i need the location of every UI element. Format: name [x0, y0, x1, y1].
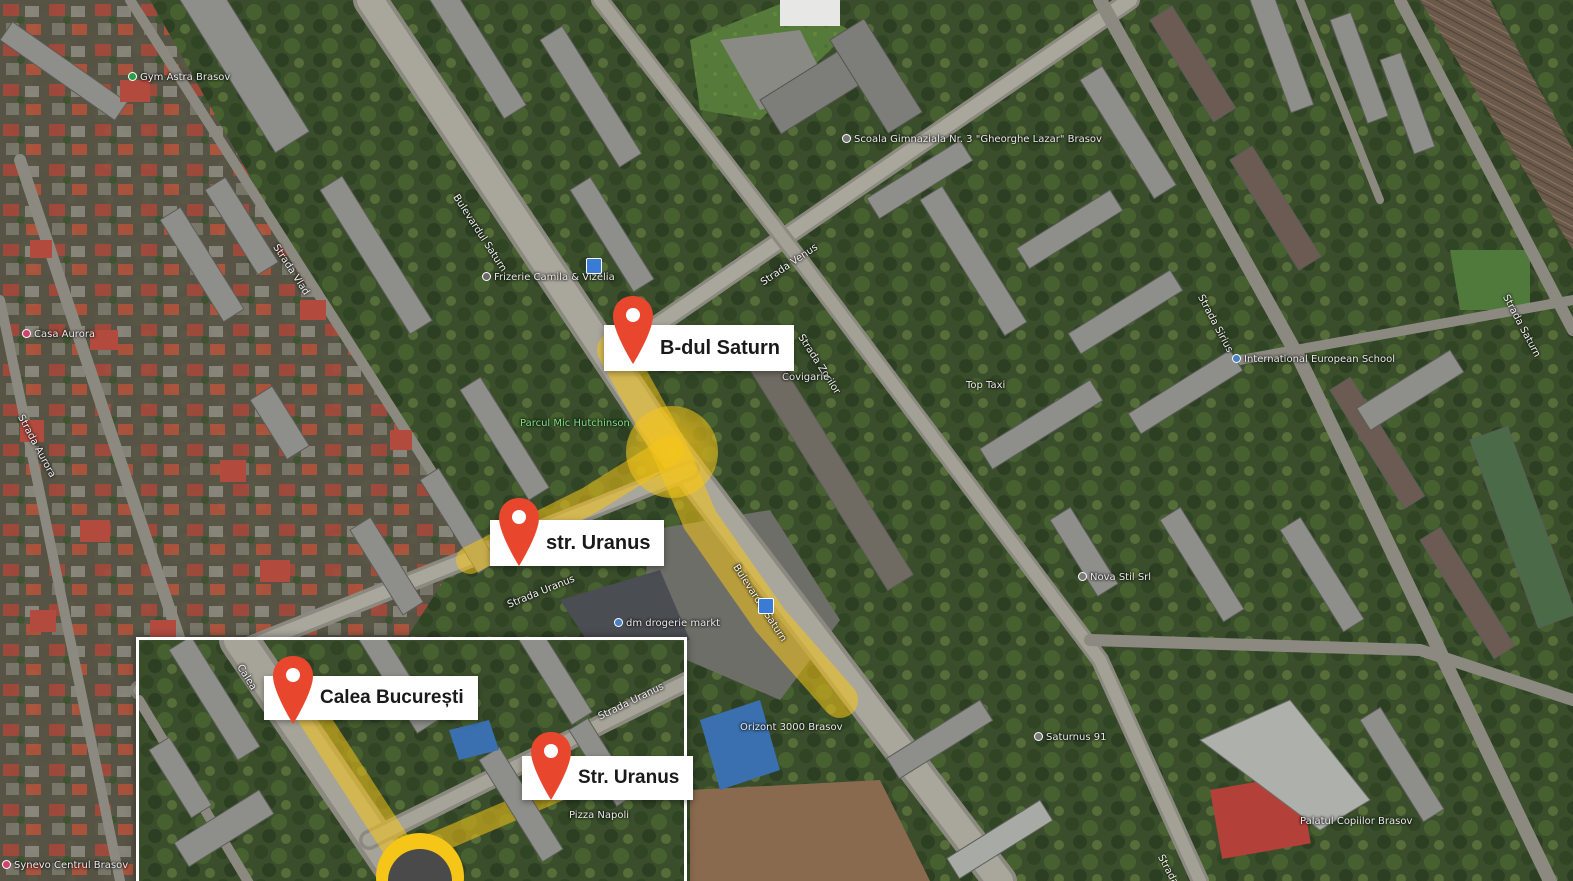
poi-top-taxi[interactable]: Top Taxi — [966, 380, 1006, 391]
poi-parcul[interactable]: Parcul Mic Hutchinson — [520, 418, 630, 429]
poi-marker-icon — [842, 134, 851, 143]
callout-label: str. Uranus — [546, 532, 651, 554]
poi-nova[interactable]: Nova Stil Srl — [1078, 572, 1151, 583]
poi-gym[interactable]: Gym Astra Brasov — [128, 72, 230, 83]
callout-label: Str. Uranus — [578, 767, 680, 788]
map-pin-icon[interactable] — [496, 496, 542, 568]
map-pin-icon[interactable] — [528, 730, 574, 802]
poi-palatul[interactable]: Palatul Copiilor Brasov — [1300, 816, 1413, 827]
highlighted-intersection — [626, 406, 718, 498]
poi-marker-icon — [1232, 354, 1241, 363]
poi-marker-icon — [614, 618, 623, 627]
poi-covigarie[interactable]: Covigarie — [782, 372, 830, 383]
poi-international[interactable]: International European School — [1232, 354, 1395, 365]
poi-frizerie[interactable]: Frizerie Camila & Vizelia — [482, 272, 615, 283]
poi-marker-icon — [2, 860, 11, 869]
poi-saturnus[interactable]: Saturnus 91 — [1034, 732, 1106, 743]
poi-marker-icon — [1034, 732, 1043, 741]
bus-stop-icon[interactable] — [758, 598, 774, 614]
poi-marker-icon — [482, 272, 491, 281]
location-marker-icon[interactable] — [372, 829, 468, 881]
poi-casa-aurora[interactable]: Casa Aurora — [22, 329, 95, 340]
poi-synevo[interactable]: Synevo Centrul Brasov — [2, 860, 128, 871]
map-pin-icon[interactable] — [270, 654, 316, 726]
poi-orizont[interactable]: Orizont 3000 Brasov — [740, 722, 843, 733]
bus-stop-icon[interactable] — [586, 258, 602, 274]
poi-marker-icon — [128, 72, 137, 81]
callout-label: B-dul Saturn — [660, 337, 780, 359]
poi-marker-icon — [1078, 572, 1087, 581]
callout-label: Calea București — [320, 687, 464, 708]
poi-scoala[interactable]: Scoala Gimnaziala Nr. 3 "Gheorghe Lazar"… — [842, 134, 1102, 145]
poi-pizza-napoli[interactable]: Pizza Napoli — [569, 810, 630, 821]
poi-marker-icon — [22, 329, 31, 338]
poi-drogerie[interactable]: dm drogerie markt — [614, 618, 720, 629]
map-pin-icon[interactable] — [610, 294, 656, 366]
